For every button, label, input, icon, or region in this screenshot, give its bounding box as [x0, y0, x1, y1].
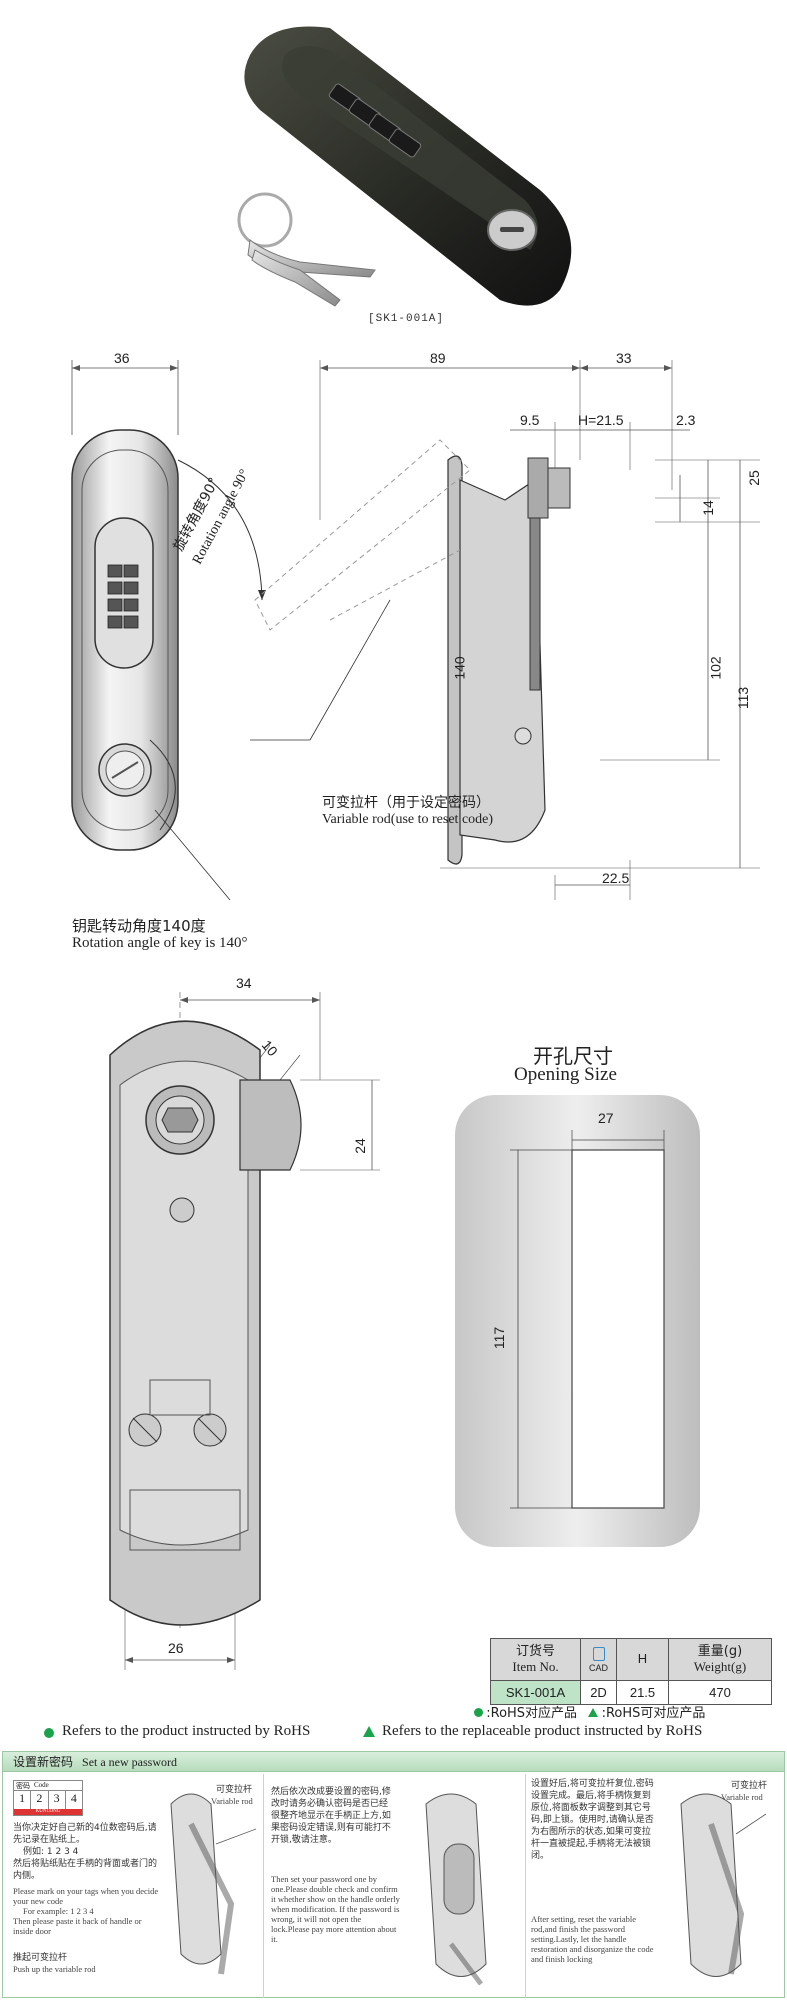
- code-digit-2: 2: [31, 1791, 49, 1809]
- rohs-right-text: Refers to the replaceable product instru…: [382, 1723, 703, 1739]
- rohs-cn-legend: :RoHS对应产品 :RoHS可对应产品: [474, 1702, 705, 1721]
- opening-title-cn: 开孔尺寸: [533, 1044, 613, 1068]
- rohs-line: Refers to the product instructed by RoHS…: [0, 1722, 787, 1746]
- dim-33: 33: [616, 350, 632, 366]
- opening-title-en: Opening Size: [514, 1064, 617, 1085]
- instruction-step-2: 然后依次改成要设置的密码,修改时请务必确认密码是否已经很整齐地显示在手柄正上方,…: [271, 1774, 521, 1998]
- instruction-header: 设置新密码 Set a new password: [3, 1752, 784, 1772]
- code-tag: 密码 Code 1 2 3 4 KUNLONG: [13, 1780, 83, 1816]
- th-weight: 重量(g) Weight(g): [668, 1638, 772, 1681]
- product-caption: [SK1-001A]: [368, 313, 445, 325]
- code-digit-4: 4: [70, 1791, 77, 1805]
- cell-h: 21.5: [616, 1680, 669, 1705]
- side-view-drawing: [250, 360, 760, 900]
- dim-113: 113: [735, 686, 752, 710]
- rohs-cn-triangle-icon: [588, 1708, 599, 1717]
- instruction-panel: 设置新密码 Set a new password 密码 Code 1 2 3 4…: [2, 1751, 785, 1998]
- rohs-dot-icon: [44, 1728, 54, 1738]
- key-rotation-label-en: Rotation angle of key is 140°: [72, 935, 248, 951]
- cell-item: SK1-001A: [490, 1680, 581, 1705]
- dim-27: 27: [598, 1110, 614, 1126]
- opening-size-drawing: [455, 1095, 700, 1547]
- key-rotation-label-cn: 钥匙转动角度140度: [72, 917, 206, 935]
- rohs-left-text: Refers to the product instructed by RoHS: [62, 1723, 311, 1739]
- rohs-cn-dot-icon: [474, 1708, 483, 1717]
- dim-117: 117: [491, 1326, 508, 1350]
- dim-89: 89: [430, 350, 446, 366]
- order-table: 订货号 Item No. CAD H 重量(g) Weight(g) SK1-0…: [490, 1638, 772, 1705]
- product-photo: [237, 26, 572, 307]
- th-item-no: 订货号 Item No.: [490, 1638, 581, 1681]
- dim-h-21-5: H=21.5: [578, 412, 624, 428]
- cell-cad[interactable]: 2D: [580, 1680, 617, 1705]
- step1-handle-illustration: [170, 1793, 257, 1975]
- dim-24: 24: [351, 1138, 368, 1154]
- dim-140: 140: [451, 656, 468, 680]
- dim-14: 14: [699, 500, 716, 516]
- brand-label: KUNLONG: [14, 1809, 82, 1815]
- step2-handle-illustration: [425, 1793, 487, 1986]
- dim-22-5: 22.5: [602, 870, 630, 886]
- file-icon: [592, 1647, 605, 1662]
- variable-rod-label-cn: 可变拉杆（用于设定密码）: [322, 795, 490, 811]
- code-digit-1: 1: [14, 1791, 32, 1809]
- step3-handle-illustration: [680, 1793, 767, 1977]
- dim-25: 25: [745, 470, 762, 486]
- dim-102: 102: [707, 656, 724, 680]
- variable-rod-label-en: Variable rod(use to reset code): [322, 812, 494, 827]
- instruction-step-1: 密码 Code 1 2 3 4 KUNLONG 当你决定好自己新的4位数密码后,…: [11, 1774, 261, 1998]
- rohs-triangle-icon: [363, 1726, 375, 1737]
- dim-width-36: 36: [114, 350, 130, 366]
- code-digit-3: 3: [49, 1791, 66, 1809]
- th-cad: CAD: [580, 1638, 617, 1681]
- front-view-drawing: [71, 360, 266, 901]
- dim-9-5: 9.5: [520, 412, 540, 428]
- th-h: H: [616, 1638, 669, 1681]
- cell-weight: 470: [668, 1680, 772, 1705]
- dim-26: 26: [168, 1640, 184, 1656]
- instruction-step-3: 设置好后,将可变拉杆复位,密码设置完成。最后,将手柄恢复到原位,将面板数字调整到…: [531, 1774, 781, 1998]
- dim-34: 34: [236, 975, 252, 991]
- back-view-drawing: [109, 992, 380, 1670]
- dim-2-3: 2.3: [676, 412, 696, 428]
